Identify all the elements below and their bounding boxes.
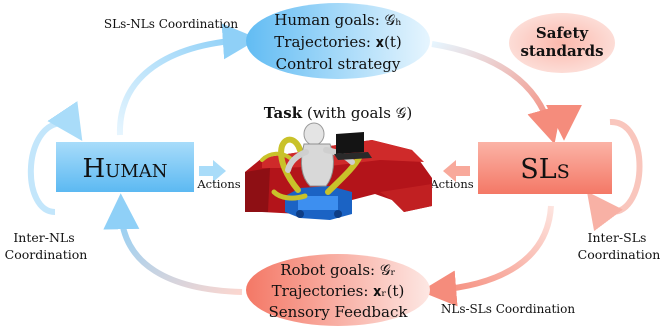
sls-label: SLs — [520, 154, 569, 185]
human-goals-line3: Control strategy — [276, 55, 401, 73]
actions-left-arrow-icon — [199, 160, 226, 182]
actions-label-left: Actions — [196, 177, 240, 191]
task-title-bold: Task — [264, 104, 303, 122]
actions-label-right: Actions — [429, 177, 473, 191]
arc-goals-to-sls-arrow-icon — [431, 41, 563, 145]
sls-box — [478, 142, 612, 194]
inter-sls-label-line1: Inter-SLs — [588, 230, 647, 245]
robot-goals-line1: Robot goals: 𝒢ᵣ — [280, 261, 396, 279]
robot-goals-ellipse — [246, 254, 430, 326]
human-label: Human — [82, 154, 167, 184]
human-goals-ellipse — [246, 3, 430, 79]
robot-goals-line3: Sensory Feedback — [269, 303, 409, 321]
inter-sls-cycle-arrow-icon — [586, 118, 643, 232]
human-goals-line2: Trajectories: 𝐱(t) — [274, 33, 401, 51]
safety-line2: standards — [520, 42, 603, 60]
inter-nls-label-line1: Inter-NLs — [13, 230, 74, 245]
safety-line1: Safety — [536, 24, 589, 42]
inter-sls-label-line2: Coordination — [578, 247, 661, 262]
arc-sls-to-robot-goals-arrow-icon — [420, 205, 554, 307]
sls-nls-coordination-label: SLs-NLs Coordination — [104, 17, 238, 31]
robot-goals-line2: Trajectories: 𝐱ᵣ(t) — [272, 282, 405, 300]
inter-nls-label-line2: Coordination — [5, 247, 88, 262]
human-goals-line1: Human goals: 𝒢ₕ — [274, 11, 401, 29]
arc-robot-goals-to-human-arrow-icon — [103, 193, 243, 295]
nls-sls-coordination-label: NLs-SLs Coordination — [441, 302, 575, 316]
task-robot-illustration — [245, 122, 432, 220]
task-title-rest: (with goals 𝒢) — [307, 104, 412, 122]
task-title: Task (with goals 𝒢) — [264, 104, 412, 122]
human-box — [56, 142, 194, 192]
actions-right-arrow-icon — [443, 160, 470, 182]
inter-nls-cycle-arrow-icon — [27, 101, 83, 215]
safety-standards-ellipse — [509, 13, 615, 73]
arc-human-to-goals-arrow-icon — [116, 23, 259, 136]
